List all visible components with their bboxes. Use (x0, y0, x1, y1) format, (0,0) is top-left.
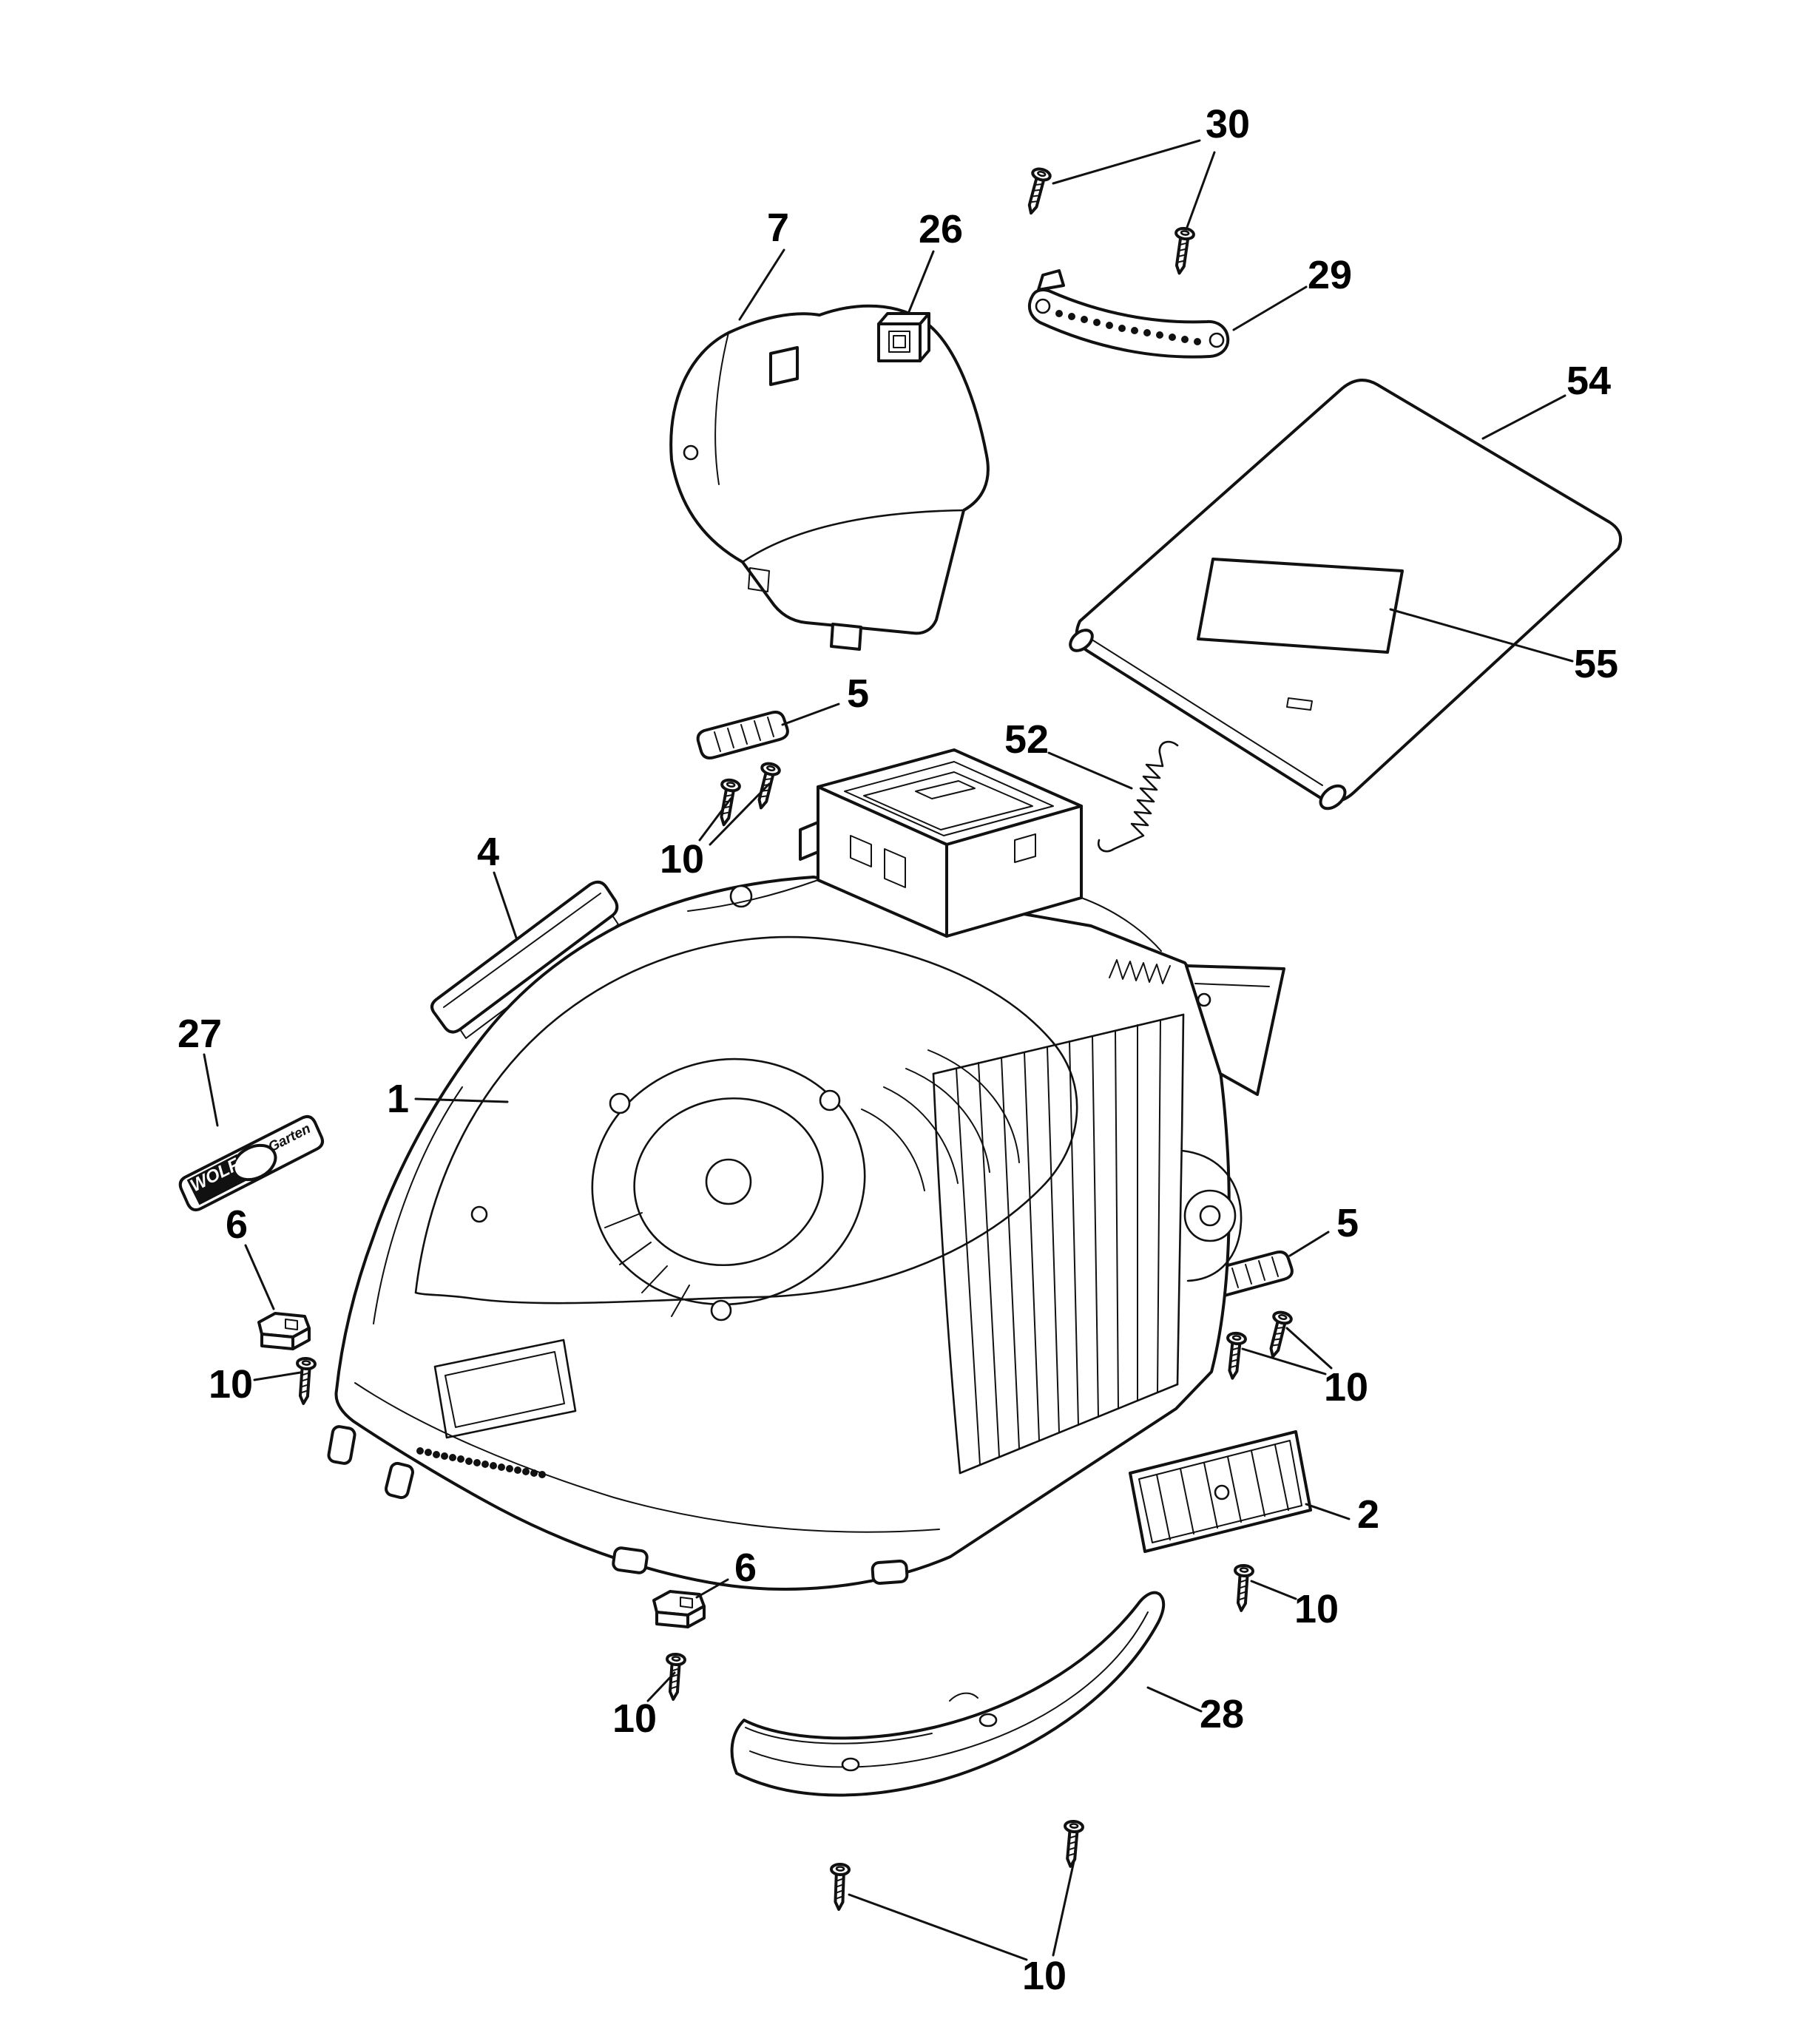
part-number-label: 30 (1206, 102, 1250, 146)
part-number-label: 5 (1336, 1201, 1359, 1245)
part-number-label: 7 (767, 206, 789, 250)
part-number-label: 29 (1308, 253, 1352, 297)
leader-line (1288, 1231, 1330, 1257)
part-54-rear-flap (1069, 379, 1622, 811)
battery-box (799, 748, 1083, 938)
leader-line (1185, 151, 1216, 231)
leader-line (1146, 1686, 1203, 1713)
leader-line (907, 250, 935, 315)
leader-line (738, 248, 785, 321)
handle-dots (1055, 310, 1201, 345)
part-number-label: 10 (660, 837, 704, 881)
part-27-brand-label: WOLF Garten (178, 1115, 324, 1211)
part-number-label: 10 (1294, 1587, 1339, 1631)
leader-line (848, 1893, 1028, 1961)
part-7-motor-cover (669, 304, 990, 651)
leader-line (646, 1671, 676, 1702)
part-30-screws (1021, 166, 1196, 277)
wheel-bracket (1180, 1149, 1243, 1282)
leader-line (253, 1371, 302, 1381)
part-number-label: 26 (919, 207, 963, 251)
part-number-label: 10 (1022, 1954, 1067, 1998)
part-55-label (1197, 558, 1404, 654)
part-number-label: 5 (847, 671, 869, 716)
part-number-label: 27 (178, 1012, 222, 1056)
part-number-label: 6 (226, 1202, 248, 1247)
leader-line (414, 1097, 509, 1103)
part-number-label: 10 (612, 1696, 657, 1741)
part-26-spacer-block (877, 312, 930, 362)
part-52-spring (1097, 740, 1179, 853)
leader-line (698, 797, 732, 842)
part-number-label: 10 (1324, 1365, 1368, 1410)
leader-line (1047, 751, 1133, 790)
leader-line (1241, 1347, 1327, 1375)
part-number-label: 1 (387, 1077, 409, 1121)
leader-line (1305, 1503, 1351, 1520)
part-29-handle-trim (1027, 269, 1230, 359)
leader-line (781, 703, 840, 726)
leader-line (1052, 139, 1201, 185)
callout-layer: 30 7 26 29 54 55 52 5 10 4 27 1 6 10 5 10 2 10 6 10 28 10 (178, 102, 1618, 1998)
part-number-label: 54 (1566, 359, 1611, 403)
leader-line (1250, 1580, 1297, 1600)
leader-line (244, 1244, 275, 1310)
part-28-bumper (730, 1591, 1165, 1797)
part-number-label: 4 (477, 830, 499, 874)
leader-line (709, 782, 771, 846)
leader-line (1285, 1327, 1333, 1370)
rear-slat-housing (932, 959, 1185, 1475)
part-number-label: 10 (209, 1362, 253, 1407)
part-1-deck-housing (327, 748, 1285, 1591)
leader-line (695, 1578, 729, 1599)
leader-line (493, 871, 518, 939)
front-dot-row (416, 1447, 546, 1478)
part-number-label: 2 (1357, 1492, 1379, 1537)
leader-line (1481, 394, 1566, 440)
leader-line (1232, 285, 1308, 331)
leader-line (1052, 1853, 1077, 1957)
part-number-label: 28 (1200, 1692, 1244, 1736)
leader-line (203, 1053, 219, 1127)
part-number-label: 6 (734, 1546, 757, 1590)
part-number-label: 55 (1574, 642, 1618, 686)
leader-line (1389, 608, 1574, 663)
part-2-grille (1129, 1430, 1312, 1553)
part-number-label: 52 (1004, 717, 1049, 762)
